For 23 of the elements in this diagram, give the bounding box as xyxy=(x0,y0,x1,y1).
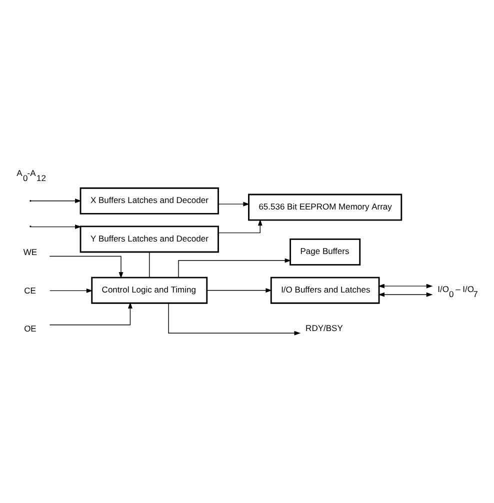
arrow xyxy=(30,224,82,229)
node-box: Y Buffers Latches and Decoder xyxy=(80,225,219,252)
arrow xyxy=(49,302,132,325)
arrow xyxy=(168,302,301,335)
arrow xyxy=(378,283,433,288)
node-box: Control Logic and Timing xyxy=(91,276,208,304)
node-box: I/O Buffers and Latches xyxy=(270,276,380,304)
arrow xyxy=(378,292,433,296)
node-text: OE xyxy=(24,323,36,334)
arrow xyxy=(49,255,124,278)
arrow xyxy=(178,258,292,278)
arrow xyxy=(206,288,272,292)
node-text: CE xyxy=(24,284,36,295)
node-box: 65.536 Bit EEPROM Memory Array xyxy=(248,193,402,220)
arrow xyxy=(218,218,262,233)
node-box: Page Buffers xyxy=(290,238,361,265)
connector xyxy=(149,251,150,278)
arrow xyxy=(30,198,82,203)
arrow xyxy=(49,288,93,292)
node-box: X Buffers Latches and Decoder xyxy=(80,186,219,214)
node-text: RDY/BSY xyxy=(306,322,343,332)
arrow xyxy=(218,201,250,206)
node-text: WE xyxy=(23,246,38,256)
